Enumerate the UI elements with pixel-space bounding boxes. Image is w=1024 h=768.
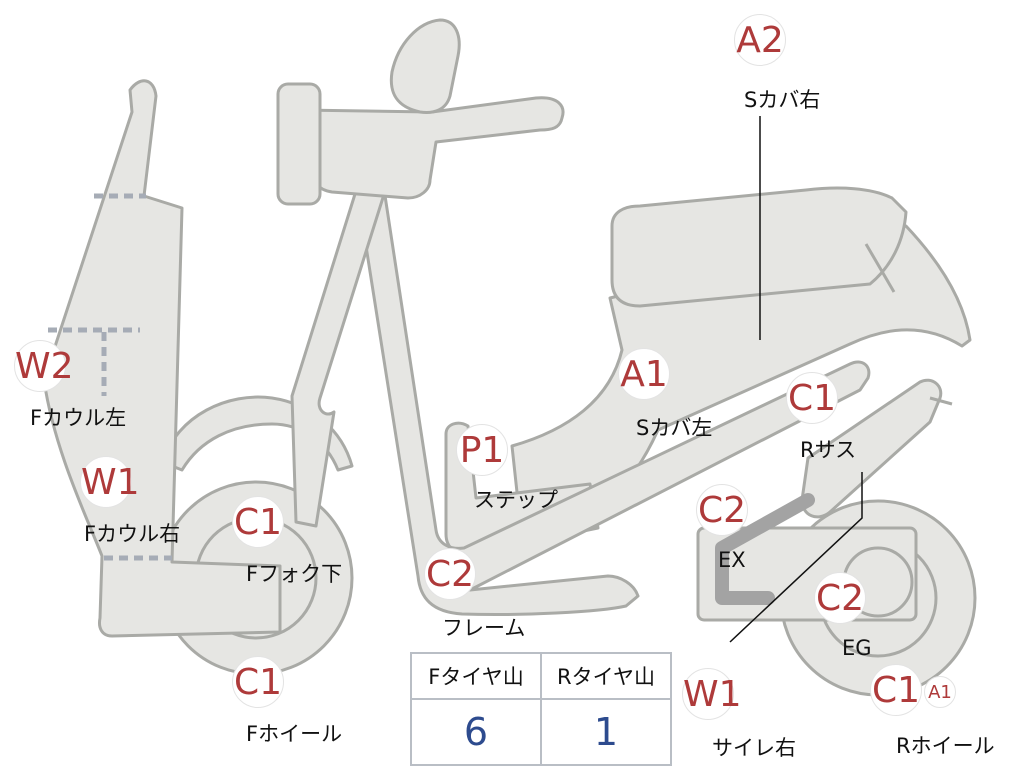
callout-code-c1-rear-wheel: C1: [870, 664, 922, 716]
seat-strap: [864, 243, 896, 293]
callout-label-w2: Fカウル左: [30, 406, 127, 430]
callout-label-a2: Sカバ右: [744, 88, 821, 112]
callout-label-w1-front: Fカウル右: [84, 522, 181, 546]
callout-label-w1-rear: サイレ右: [712, 736, 796, 760]
front-tire-value: 6: [410, 698, 542, 766]
callout-code-a1-side: A1: [618, 348, 670, 400]
callout-label-c1-front-wheel: Fホイール: [246, 722, 343, 746]
rear-tire-header: Rタイヤ山: [540, 652, 672, 700]
tire-table-header-row: Fタイヤ山 Rタイヤ山: [410, 652, 672, 700]
callout-code-c1-front-wheel: C1: [232, 656, 284, 708]
headlight: [276, 82, 322, 206]
callout-code-w1-rear: W1: [682, 668, 742, 720]
tire-tread-table: Fタイヤ山 Rタイヤ山 6 1: [410, 652, 672, 766]
callout-code-p1: P1: [456, 424, 508, 476]
rear-suspension: [800, 378, 943, 519]
rear-shock-rod: [929, 396, 953, 406]
callout-code-c2-ex: C2: [696, 484, 748, 536]
front-tire-header: Fタイヤ山: [410, 652, 542, 700]
callout-label-c1-rear-wheel: Rホイール: [896, 734, 995, 758]
leader-w1-rear: [729, 472, 863, 643]
callout-label-c1-rear-sus: Rサス: [800, 438, 857, 462]
rear-tire-value: 1: [540, 698, 672, 766]
exhaust-pipe: [715, 493, 815, 605]
callout-label-p1: ステップ: [474, 488, 558, 512]
callout-code-c1-fork: C1: [232, 496, 284, 548]
mirror: [389, 18, 461, 114]
main-frame: [352, 168, 871, 617]
callout-label-c1-fork: Fフォク下: [246, 562, 343, 586]
callout-code-w1-front: W1: [80, 456, 140, 508]
callout-label-a1-side: Sカバ左: [636, 416, 713, 440]
callout-code-a1-rear-wheel: A1: [924, 676, 956, 708]
front-fork: [290, 176, 388, 528]
callout-code-c2-eg: C2: [814, 572, 866, 624]
callout-code-c2-frame: C2: [424, 548, 476, 600]
callout-label-c2-ex: EX: [718, 548, 746, 572]
callout-label-c2-frame: フレーム: [442, 616, 526, 640]
callout-code-a2: A2: [734, 14, 786, 66]
callout-code-w2: W2: [14, 340, 74, 392]
callout-label-c2-eg: EG: [842, 636, 872, 660]
callout-code-c1-rear-sus: C1: [786, 372, 838, 424]
seat: [610, 186, 908, 308]
tire-table-value-row: 6 1: [410, 698, 672, 766]
